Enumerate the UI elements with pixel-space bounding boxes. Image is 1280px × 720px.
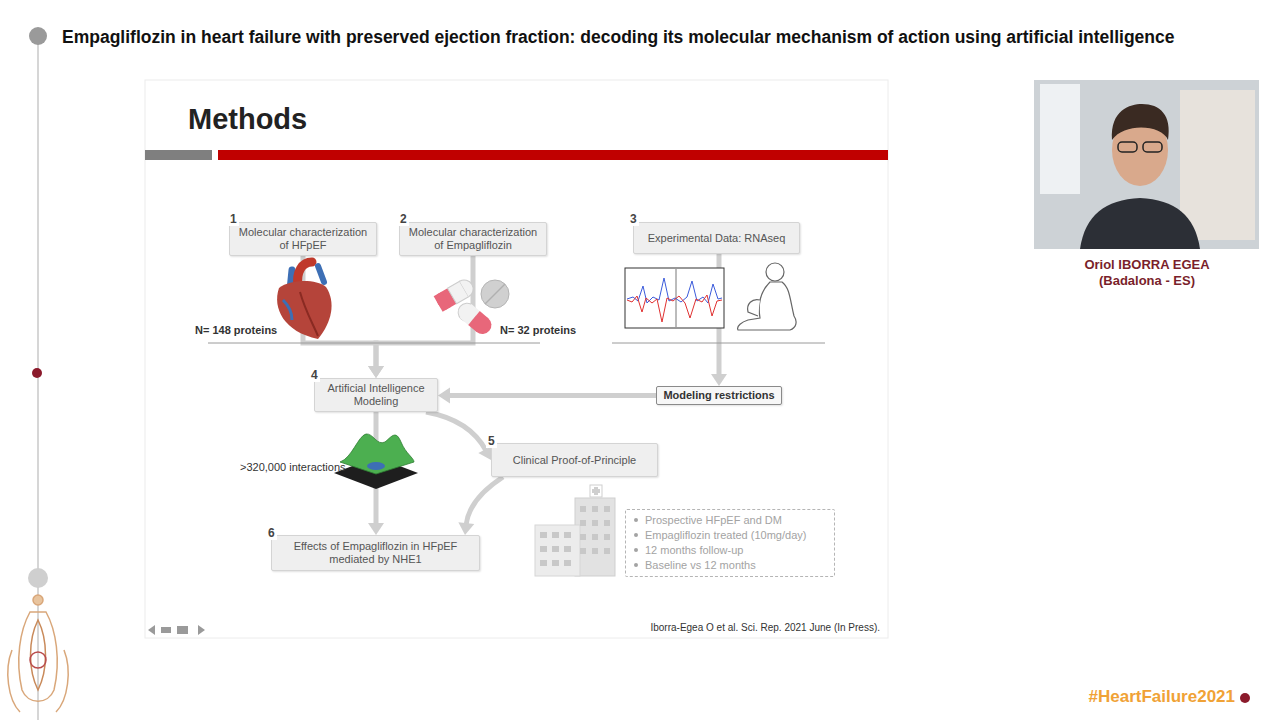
speaker-name: Oriol IBORRA EGEA bbox=[1034, 257, 1260, 273]
callout-number: 6 bbox=[266, 526, 277, 540]
group-rule bbox=[208, 343, 540, 344]
callout-number: 5 bbox=[486, 434, 497, 448]
hashtag: #HeartFailure2021 bbox=[1089, 687, 1235, 707]
box-label: Clinical Proof-of-Principle bbox=[513, 454, 637, 467]
process-box: Effects of Empagliflozin in HFpEF mediat… bbox=[271, 535, 480, 571]
box-label: Molecular characterization of Empagliflo… bbox=[405, 226, 541, 252]
timeline-line bbox=[37, 40, 39, 720]
box-label: Artificial Intelligence Modeling bbox=[320, 382, 432, 408]
connector-line bbox=[466, 477, 503, 525]
bullet-dot bbox=[634, 563, 638, 567]
group-rule bbox=[612, 343, 825, 344]
arrow-head bbox=[368, 366, 384, 378]
bullet-item: 12 months follow-up bbox=[634, 543, 743, 558]
arrow-head bbox=[458, 522, 474, 535]
citation: Iborra-Egea O et al. Sci. Rep. 2021 June… bbox=[650, 622, 880, 634]
slide-heading: Methods bbox=[188, 102, 307, 136]
congress-logo bbox=[8, 595, 68, 712]
process-box: Molecular characterization of HFpEF bbox=[229, 222, 377, 256]
slide-title: Empagliflozin in heart failure with pres… bbox=[62, 26, 1222, 48]
bullet-item: Empagliflozin treated (10mg/day) bbox=[634, 528, 806, 543]
arrow-head bbox=[368, 366, 384, 378]
callout-number: 1 bbox=[228, 212, 239, 226]
slide-nav-icons bbox=[148, 625, 205, 635]
box-label: Modeling restrictions bbox=[663, 389, 774, 402]
count-label: N= 148 proteins bbox=[195, 324, 277, 337]
flow-arrow bbox=[438, 388, 656, 404]
timeline-dot bbox=[28, 568, 48, 588]
tag-dot bbox=[1240, 693, 1250, 703]
note-box: Prospective HFpEF and DMEmpagliflozin tr… bbox=[625, 509, 835, 577]
process-box: Clinical Proof-of-Principle bbox=[491, 443, 658, 477]
connector-line bbox=[426, 412, 486, 451]
timeline-dot bbox=[29, 27, 47, 45]
box-label: Experimental Data: RNAseq bbox=[648, 232, 786, 245]
person-sitting bbox=[738, 263, 796, 330]
connector-line bbox=[448, 393, 656, 398]
hospital-illustration bbox=[535, 485, 615, 576]
pills-illustration bbox=[434, 277, 509, 338]
process-box: Experimental Data: RNAseq bbox=[633, 222, 800, 254]
flow-arrow bbox=[458, 477, 503, 535]
header-bar bbox=[145, 150, 212, 160]
process-box: Artificial Intelligence Modeling bbox=[314, 378, 438, 412]
slide bbox=[145, 80, 888, 638]
box-label: Effects of Empagliflozin in HFpEF mediat… bbox=[277, 540, 474, 566]
header-bar bbox=[218, 150, 888, 160]
process-box: Modeling restrictions bbox=[656, 386, 782, 405]
callout-number: 4 bbox=[309, 368, 320, 382]
count-label: >320,000 interactions bbox=[240, 461, 346, 474]
heart-illustration bbox=[277, 262, 331, 339]
bullet-item: Prospective HFpEF and DM bbox=[634, 513, 782, 528]
process-box: Molecular characterization of Empagliflo… bbox=[399, 222, 547, 256]
arrow-head bbox=[711, 374, 727, 386]
callout-number: 3 bbox=[628, 212, 639, 226]
speaker-place: (Badalona - ES) bbox=[1034, 273, 1260, 289]
bullet-dot bbox=[634, 518, 638, 522]
count-label: N= 32 proteins bbox=[500, 324, 576, 337]
bullet-dot bbox=[634, 533, 638, 537]
arrow-head bbox=[438, 388, 450, 404]
rnaseq-chart bbox=[625, 268, 724, 328]
arrow-head bbox=[368, 523, 384, 535]
speaker-photo bbox=[1034, 80, 1259, 249]
bullet-dot bbox=[634, 548, 638, 552]
timeline-dot bbox=[32, 368, 42, 378]
flow-arrow bbox=[368, 256, 473, 378]
callout-number: 2 bbox=[398, 212, 409, 226]
box-label: Molecular characterization of HFpEF bbox=[235, 226, 371, 252]
flow-arrow bbox=[426, 412, 493, 460]
bullet-item: Baseline vs 12 months bbox=[634, 558, 756, 573]
network-plot bbox=[334, 434, 418, 489]
